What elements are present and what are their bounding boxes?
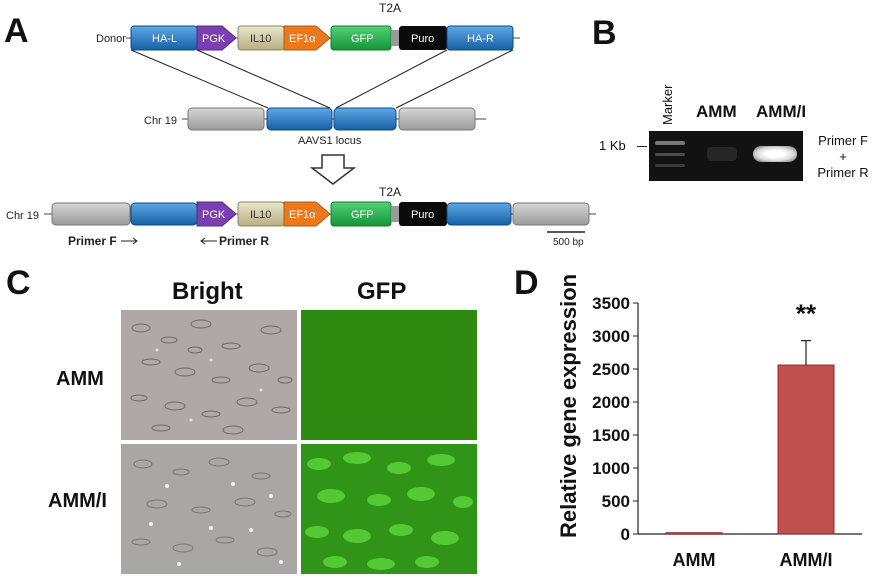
donor-puro-label: Puro (411, 33, 434, 45)
gel-primer-text: Primer F + Primer R (808, 133, 878, 181)
y-tick-label: 1500 (592, 426, 630, 445)
primer-f-arrow-icon (121, 237, 138, 245)
row-label-amm: AMM (56, 368, 104, 390)
cell-texture-amm-bright (121, 310, 297, 440)
chr19-label-top: Chr 19 (144, 115, 177, 127)
locus-blue-right (333, 107, 397, 131)
ammi-band (753, 146, 797, 162)
result-t2a-link (391, 206, 399, 222)
y-axis-title: Relative gene expression (556, 273, 581, 538)
y-tick-label: 3000 (592, 327, 630, 346)
primer-r-arrow-icon (200, 237, 217, 245)
y-tick-label: 1000 (592, 459, 630, 478)
down-arrow-icon (309, 154, 357, 185)
micrograph-amm-gfp (301, 310, 477, 440)
chr19-label-bottom: Chr 19 (6, 210, 39, 222)
t2a-label-top: T2A (379, 1, 401, 15)
cell-texture-ammi-bright (121, 444, 297, 574)
gel-image (649, 131, 803, 181)
marker-band-2 (655, 153, 685, 156)
donor-gfp-label: GFP (351, 33, 374, 45)
bar-amm (665, 532, 723, 535)
y-tick-label: 2000 (592, 393, 630, 412)
result-gray-right (512, 202, 590, 226)
donor-il10-label: IL10 (250, 33, 271, 45)
y-tick-label: 500 (602, 492, 630, 511)
donor-ha-r-label: HA-R (467, 33, 494, 45)
result-gray-left (51, 202, 131, 226)
gel-size-tick (637, 146, 647, 147)
donor-pgk-label: PGK (202, 33, 226, 45)
locus-gray-left (187, 107, 265, 131)
donor-ha-l-label: HA-L (152, 33, 177, 45)
y-tick-label: 2500 (592, 360, 630, 379)
donor-t2a-link (391, 30, 399, 46)
col-label-bright: Bright (172, 278, 243, 305)
result-pgk-label: PGK (202, 209, 226, 221)
donor-label: Donor (96, 33, 126, 45)
col-label-gfp: GFP (357, 278, 407, 305)
micrograph-amm-bright (121, 310, 297, 440)
result-puro (399, 202, 447, 226)
panel-label-d: D (514, 264, 539, 302)
donor-ef1a (283, 25, 331, 51)
result-il10-label: IL10 (250, 209, 271, 221)
aavs1-locus-label: AAVS1 locus (298, 135, 362, 147)
result-pgk (196, 201, 237, 227)
result-ef1a (283, 201, 331, 227)
micrograph-ammi-bright (121, 444, 297, 574)
significance-marker: ** (796, 299, 817, 329)
primer-r-label: Primer R (219, 234, 269, 248)
amm-lane-smear (707, 147, 737, 161)
construct-diagram: Donor T2A HA-L PGK IL10 EF1α GFP Puro HA… (6, 1, 596, 248)
gel-lane-ammi-label: AMM/I (756, 102, 807, 121)
marker-band-1 (655, 141, 685, 145)
gel-primer-r: Primer R (817, 165, 869, 180)
donor-pgk (196, 25, 237, 51)
panel-label-c: C (6, 264, 31, 302)
result-puro-label: Puro (411, 209, 434, 221)
y-tick-label: 3500 (592, 294, 630, 313)
panel-label-a: A (4, 12, 29, 50)
donor-ha-r (446, 25, 514, 51)
gel-marker-label: Marker (660, 84, 675, 125)
result-blue-left (130, 202, 198, 226)
result-blue-right (446, 202, 512, 226)
x-tick-label: AMM (673, 550, 716, 570)
gel-primer-plus: + (839, 149, 847, 164)
x-tick-label: AMM/I (780, 550, 833, 570)
result-ef1a-label: EF1α (289, 209, 316, 221)
locus-gray-right (398, 107, 476, 131)
y-tick-label: 0 (621, 525, 630, 544)
locus-blue-left (266, 107, 333, 131)
primer-f-label: Primer F (68, 234, 117, 248)
donor-puro (399, 26, 447, 50)
panel-label-b: B (592, 14, 617, 52)
gel-lane-amm-label: AMM (696, 102, 737, 121)
result-gfp-label: GFP (351, 209, 374, 221)
t2a-label-bottom: T2A (379, 185, 401, 199)
gel-primer-f: Primer F (818, 133, 868, 148)
marker-band-3 (655, 164, 685, 167)
donor-ef1a-label: EF1α (289, 33, 316, 45)
fluorescence-texture-ammi (301, 444, 477, 574)
micrograph-ammi-gfp (301, 444, 477, 574)
scale-bar-label: 500 bp (553, 237, 584, 248)
row-label-ammi: AMM/I (48, 490, 107, 512)
bar-amm-i (777, 364, 835, 535)
gel-size-label: 1 Kb (599, 138, 626, 153)
